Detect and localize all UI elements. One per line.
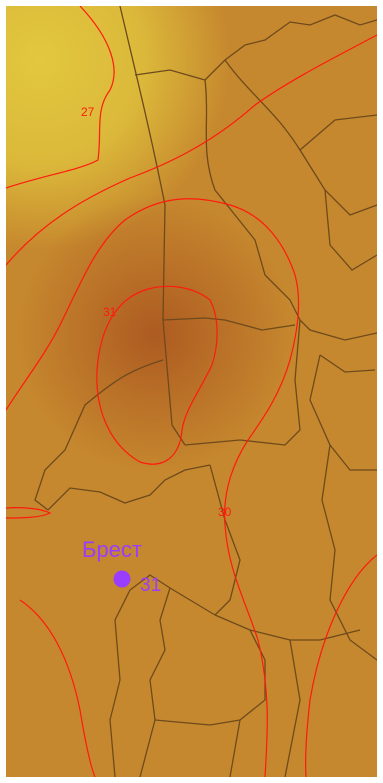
border-line (284, 639, 301, 777)
border-line (319, 354, 376, 373)
border-line (184, 319, 301, 446)
border-line (209, 464, 241, 616)
border-line (224, 59, 377, 216)
border-line (321, 444, 377, 661)
border-line (34, 359, 164, 511)
border-line (299, 319, 377, 341)
isoline-31 (96, 285, 218, 465)
isolines (6, 6, 377, 777)
isoline-30 (6, 198, 300, 777)
border-line (109, 619, 121, 777)
border-line (162, 317, 296, 331)
border-line (114, 574, 216, 621)
border-line (134, 14, 377, 81)
city-temperature-value: 31 (140, 575, 161, 596)
isoline-27 (6, 6, 115, 189)
isoline-label-30: 30 (218, 505, 232, 519)
region-borders (34, 6, 377, 777)
border-line (324, 189, 377, 271)
isoline-27 (6, 34, 377, 266)
border-line (119, 6, 186, 446)
border-line (139, 587, 171, 777)
isoline-30 (6, 507, 52, 519)
city-marker-icon[interactable] (113, 570, 131, 588)
isoline-label-27: 27 (81, 105, 95, 119)
border-line (154, 719, 241, 726)
isoline-30 (19, 599, 96, 777)
city-name-label: Брест (82, 537, 142, 562)
isoline-30 (305, 554, 377, 777)
border-line (204, 79, 301, 321)
border-line (299, 114, 377, 151)
hot-zone (6, 6, 377, 777)
isoline-label-31: 31 (103, 305, 117, 319)
border-line (47, 464, 211, 511)
